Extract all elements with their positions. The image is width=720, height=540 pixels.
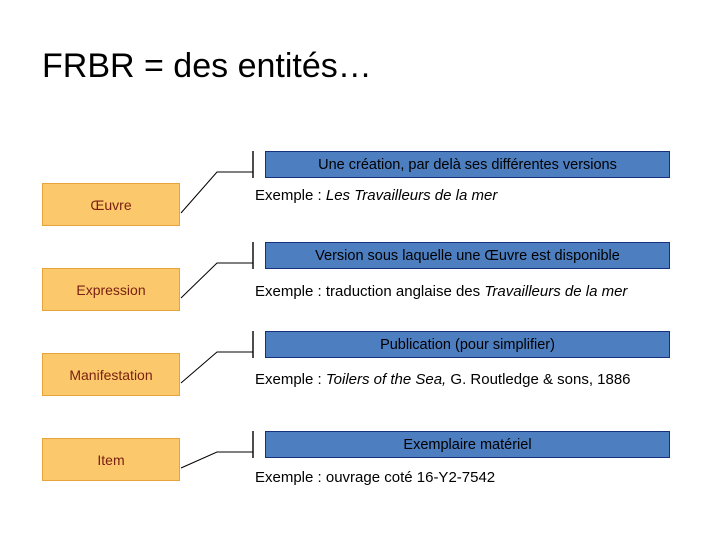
definition-banner-expression[interactable]: Version sous laquelle une Œuvre est disp… [265, 242, 670, 269]
example-title: Toilers of the Sea, [325, 371, 447, 388]
example-prefix: Exemple : [255, 371, 326, 388]
example-prefix: Exemple : [255, 187, 326, 204]
example-prefix: Exemple : ouvrage coté 16-Y2-7542 [255, 469, 496, 486]
definition-banner-oeuvre[interactable]: Une création, par delà ses différentes v… [265, 151, 670, 178]
example-text-expression: Exemple : traduction anglaise des Travai… [255, 283, 627, 300]
page-title: FRBR = des entités… [42, 47, 372, 85]
entity-box-manifestation[interactable]: Manifestation [42, 353, 180, 396]
example-prefix: Exemple : traduction anglaise des [255, 283, 485, 300]
entity-box-item[interactable]: Item [42, 438, 180, 481]
entity-box-expression[interactable]: Expression [42, 268, 180, 311]
connector-row-2 [180, 242, 254, 299]
connector-row-4 [180, 431, 254, 469]
entity-box-oeuvre[interactable]: Œuvre [42, 183, 180, 226]
example-text-oeuvre: Exemple : Les Travailleurs de la mer [255, 187, 497, 204]
example-title: Travailleurs de la mer [484, 283, 628, 300]
connector-row-1 [180, 151, 254, 214]
example-suffix: G. Routledge & sons, 1886 [446, 371, 631, 388]
example-text-item: Exemple : ouvrage coté 16-Y2-7542 [255, 469, 495, 486]
connector-row-3 [180, 331, 254, 384]
definition-banner-manifestation[interactable]: Publication (pour simplifier) [265, 331, 670, 358]
example-title: Les Travailleurs de la mer [325, 187, 498, 204]
definition-banner-item[interactable]: Exemplaire matériel [265, 431, 670, 458]
example-text-manifestation: Exemple : Toilers of the Sea, G. Routled… [255, 371, 631, 388]
